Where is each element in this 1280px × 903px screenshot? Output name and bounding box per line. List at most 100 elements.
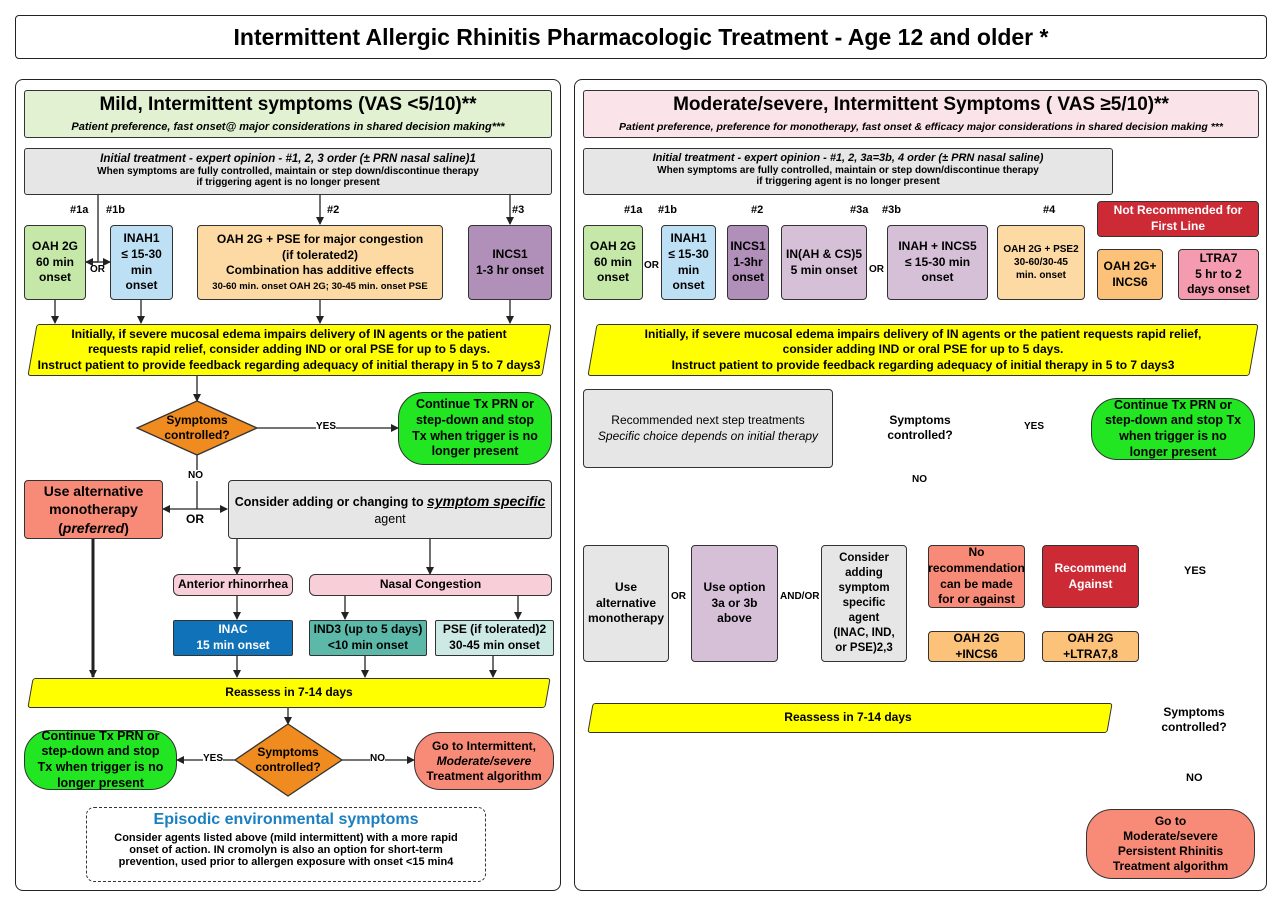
right-oah2g-box: OAH 2G 60 min onset bbox=[583, 225, 643, 300]
episodic-title: Episodic environmental symptoms bbox=[153, 811, 419, 828]
left-use-alt-l2: monotherapy bbox=[49, 501, 138, 518]
left-goto-pill: Go to Intermittent, Moderate/severe Trea… bbox=[414, 732, 554, 790]
right-oah-ltra-box: OAH 2G +LTRA7,8 bbox=[1042, 631, 1139, 662]
left-no1: NO bbox=[188, 470, 203, 481]
right-initial-box: Initial treatment - expert opinion - #1,… bbox=[583, 148, 1113, 195]
left-no2: NO bbox=[370, 753, 385, 764]
left-oah2g-box: OAH 2G 60 min onset bbox=[24, 225, 86, 300]
left-oahpse-l2: (if tolerated2) bbox=[281, 247, 358, 262]
right-reassess: Reassess in 7-14 days bbox=[784, 710, 912, 725]
left-ind-box: IND3 (up to 5 days) <10 min onset bbox=[309, 620, 427, 656]
right-use-option-box: Use option 3a or 3b above bbox=[691, 545, 778, 662]
left-or-small: OR bbox=[90, 264, 105, 275]
left-use-alt-em: preferred bbox=[62, 519, 125, 536]
right-yellow-text: Initially, if severe mucosal edema impai… bbox=[583, 324, 1263, 376]
left-consider-box: Consider adding or changing to symptom s… bbox=[228, 480, 552, 539]
right-initial-line3: if triggering agent is no longer present bbox=[756, 176, 940, 187]
left-use-alt-box: Use alternative monotherapy (preferred) bbox=[24, 480, 163, 539]
right-next-steps-l2: Specific choice depends on initial thera… bbox=[597, 428, 819, 443]
right-or-2: OR bbox=[869, 264, 884, 275]
left-yellow-l3: Instruct patient to provide feedback reg… bbox=[37, 357, 541, 372]
left-initial-box: Initial treatment - expert opinion - #1,… bbox=[24, 148, 552, 195]
left-continue-pill2: Continue Tx PRN or step-down and stop Tx… bbox=[24, 729, 177, 790]
right-oah-pse-box: OAH 2G + PSE2 30-60/30-45 min. onset bbox=[997, 225, 1085, 300]
left-pse-box: PSE (if tolerated)2 30-45 min onset bbox=[435, 620, 554, 656]
right-rec-against-box: Recommend Against bbox=[1042, 545, 1139, 608]
left-consider-l2: agent bbox=[374, 511, 406, 526]
right-no2: NO bbox=[1186, 772, 1203, 784]
left-anterior-box: Anterior rhinorrhea bbox=[173, 574, 293, 596]
episodic-l1: Consider agents listed above (mild inter… bbox=[114, 832, 458, 844]
right-yellow-l3: Instruct patient to provide feedback reg… bbox=[671, 357, 1175, 372]
right-inah-incs-box: INAH + INCS5 ≤ 15-30 min onset bbox=[887, 225, 988, 300]
left-diamond2-text: Symptoms controlled? bbox=[255, 745, 321, 774]
right-diamond2-text: Symptoms controlled? bbox=[1161, 705, 1227, 734]
right-initial-line1: Initial treatment - expert opinion - #1,… bbox=[652, 152, 1044, 164]
left-opt-1a: #1a bbox=[70, 204, 89, 216]
left-oahpse-l4: 30-60 min. onset OAH 2G; 30-45 min. onse… bbox=[212, 280, 428, 292]
left-yes1: YES bbox=[316, 421, 337, 432]
left-goto-l2: Moderate/severe bbox=[436, 753, 532, 768]
left-initial-line1: Initial treatment - expert opinion - #1,… bbox=[100, 153, 476, 165]
left-use-alt-l3: (preferred) bbox=[58, 519, 129, 536]
right-next-steps-box: Recommended next step treatments Specifi… bbox=[583, 389, 833, 468]
left-use-alt-l1: Use alternative bbox=[43, 483, 144, 500]
left-consider-l1: Consider adding or changing to symptom s… bbox=[235, 492, 546, 510]
left-reassess: Reassess in 7-14 days bbox=[225, 685, 353, 700]
right-incs-box: INCS1 1-3hr onset bbox=[727, 225, 769, 300]
left-goto-l3: Treatment algorithm bbox=[426, 768, 542, 783]
left-opt-1b: #1b bbox=[106, 204, 125, 216]
right-goto-pill: Go to Moderate/severe Persistent Rhiniti… bbox=[1086, 809, 1255, 879]
right-oah-incs2-box: OAH 2G +INCS6 bbox=[928, 631, 1025, 662]
right-opt-2: #2 bbox=[751, 204, 764, 216]
right-opt-1b: #1b bbox=[658, 204, 677, 216]
right-opt-1a: #1a bbox=[624, 204, 643, 216]
right-or-1: OR bbox=[644, 260, 659, 271]
left-incs-box: INCS1 1-3 hr onset bbox=[468, 225, 552, 300]
right-diamond1-text: Symptoms controlled? bbox=[887, 413, 953, 442]
right-ltra-box: LTRA7 5 hr to 2 days onset bbox=[1178, 249, 1259, 300]
right-or-mid: OR bbox=[671, 591, 686, 602]
left-episodic-box: Episodic environmental symptoms Consider… bbox=[86, 807, 486, 882]
right-not-rec-box: Not Recommended for First Line bbox=[1097, 201, 1259, 237]
right-no-rec-box: No recommendation can be made for or aga… bbox=[928, 545, 1025, 608]
right-header: Moderate/severe, Intermittent Symptoms (… bbox=[583, 90, 1259, 138]
right-use-alt-box: Use alternative monotherapy bbox=[583, 545, 669, 662]
episodic-l2: onset of action. IN cromolyn is also an … bbox=[129, 844, 443, 856]
right-opt-4: #4 bbox=[1043, 204, 1056, 216]
page-title: Intermittent Allergic Rhinitis Pharmacol… bbox=[15, 15, 1267, 59]
right-andor: AND/OR bbox=[780, 591, 820, 602]
left-inah-text: INAH1 ≤ 15-30 min onset bbox=[121, 231, 162, 293]
right-next-steps-l1: Recommended next step treatments bbox=[611, 412, 805, 427]
left-yes2: YES bbox=[203, 753, 224, 764]
left-header-title: Mild, Intermittent symptoms (VAS <5/10)*… bbox=[99, 94, 477, 115]
left-yellow-l2: requests rapid relief, consider adding I… bbox=[87, 342, 491, 357]
left-or-big: OR bbox=[186, 512, 204, 526]
right-yes2: YES bbox=[1184, 565, 1207, 577]
right-no1: NO bbox=[912, 474, 927, 485]
right-opt-3b: #3b bbox=[882, 204, 901, 216]
episodic-l3: prevention, used prior to allergen expos… bbox=[118, 856, 454, 868]
left-initial-line3: if triggering agent is no longer present bbox=[196, 177, 380, 188]
right-yellow-l2: consider adding IND or oral PSE for up t… bbox=[782, 342, 1064, 357]
left-goto-l1: Go to Intermittent, bbox=[432, 738, 536, 753]
left-oahpse-l3: Combination has additive effects bbox=[225, 263, 415, 278]
right-continue-pill: Continue Tx PRN or step-down and stop Tx… bbox=[1091, 398, 1255, 460]
left-inac-box: INAC 15 min onset bbox=[173, 620, 293, 656]
right-oah-incs-box: OAH 2G+ INCS6 bbox=[1097, 249, 1163, 300]
right-yes1: YES bbox=[1024, 421, 1045, 432]
right-consider-box: Consider adding symptom specific agent (… bbox=[821, 545, 907, 662]
left-diamond1-text: Symptoms controlled? bbox=[164, 413, 230, 442]
left-nasal-box: Nasal Congestion bbox=[309, 574, 552, 596]
left-initial-line2: When symptoms are fully controlled, main… bbox=[97, 166, 479, 177]
left-header: Mild, Intermittent symptoms (VAS <5/10)*… bbox=[24, 90, 552, 138]
right-initial-line2: When symptoms are fully controlled, main… bbox=[657, 165, 1039, 176]
left-consider-pre: Consider adding or changing to bbox=[234, 495, 428, 510]
left-header-sub: Patient preference, fast onset@ major co… bbox=[71, 121, 505, 133]
left-oahpse-box: OAH 2G + PSE for major congestion (if to… bbox=[197, 225, 443, 300]
right-opt-3a: #3a bbox=[850, 204, 869, 216]
right-in-ah-cs-box: IN(AH & CS)5 5 min onset bbox=[781, 225, 867, 300]
left-continue-pill: Continue Tx PRN or step-down and stop Tx… bbox=[398, 392, 552, 465]
right-header-sub: Patient preference, preference for monot… bbox=[619, 121, 1223, 133]
right-yellow-l1: Initially, if severe mucosal edema impai… bbox=[644, 326, 1202, 341]
